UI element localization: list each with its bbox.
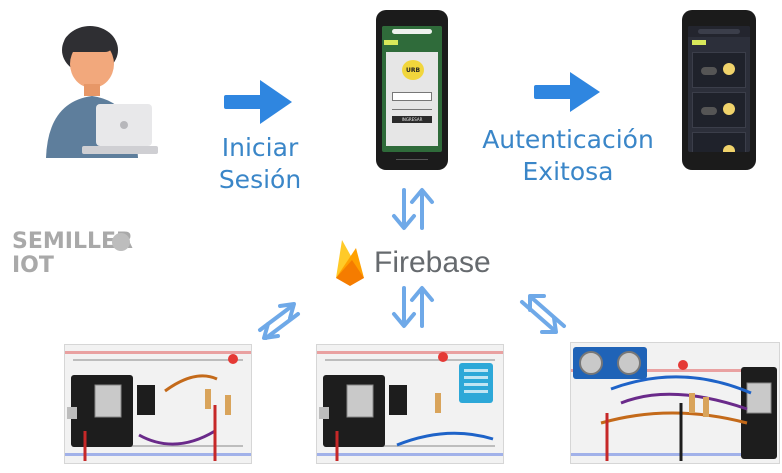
phone-login-screen: URB INGRESAR (376, 10, 448, 170)
bidirectional-arrows-icon (388, 186, 438, 232)
password-field[interactable] (392, 104, 432, 110)
login-label-line1: Iniciar (221, 133, 299, 162)
led-card-3 (692, 132, 746, 152)
bidirectional-arrows-icon (516, 292, 570, 336)
app-logo: URB (402, 60, 424, 80)
username-field[interactable] (392, 92, 432, 101)
auth-success-label: Autenticación Exitosa (468, 124, 668, 188)
login-label-line2: Sesión (218, 165, 302, 194)
led-card-2 (692, 92, 746, 128)
brand-line2: IOT (12, 253, 54, 278)
led-bulb-icon (438, 352, 448, 362)
led-bulb-icon (228, 354, 238, 364)
firebase-title: Firebase (374, 246, 491, 279)
right-arrow-icon (222, 78, 294, 126)
auth-label-line1: Autenticación (482, 125, 654, 154)
bidirectional-arrows-icon (254, 300, 304, 340)
login-label: Iniciar Sesión (210, 132, 310, 196)
bidirectional-arrows-icon (388, 284, 438, 330)
brand-logo-icon (112, 233, 130, 251)
led-bulb-icon (723, 103, 735, 115)
login-button[interactable]: INGRESAR (392, 116, 432, 123)
auth-label-line2: Exitosa (522, 157, 614, 186)
led-bulb-icon (723, 145, 735, 152)
circuit-led-breadboard (64, 344, 252, 464)
phone-dashboard-screen (682, 10, 756, 170)
led-card-1 (692, 52, 746, 88)
firebase-flame-icon (332, 238, 368, 286)
ultrasonic-sensor (573, 347, 647, 379)
led-bulb-icon (678, 360, 688, 370)
toggle-switch[interactable] (701, 67, 717, 75)
brand-watermark: SEMILLER IOT (12, 230, 142, 278)
user-laptop-icon (38, 20, 163, 160)
circuit-dht-breadboard (316, 344, 504, 464)
toggle-switch[interactable] (701, 107, 717, 115)
circuit-ultrasonic-breadboard (570, 342, 780, 464)
led-bulb-icon (723, 63, 735, 75)
right-arrow-icon (532, 68, 604, 116)
